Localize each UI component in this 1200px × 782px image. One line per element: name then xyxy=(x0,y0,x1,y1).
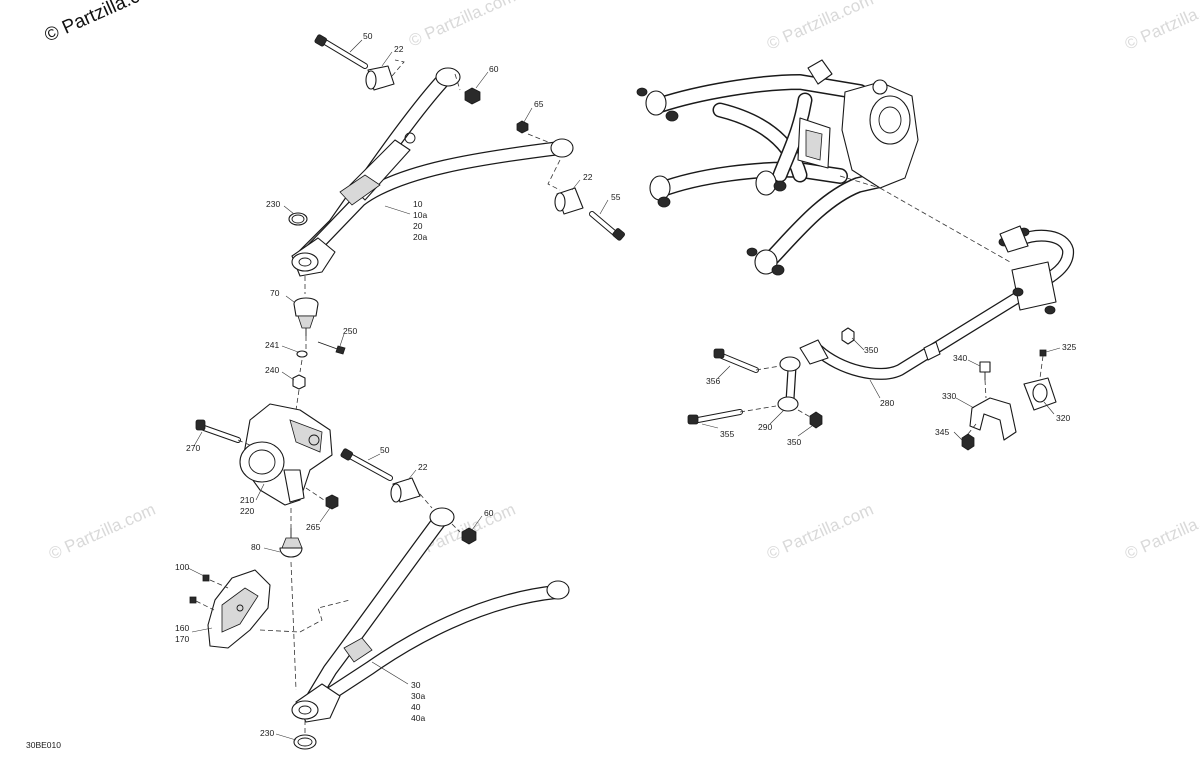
diagram-code: 30BE010 xyxy=(26,740,61,750)
bushing-22b xyxy=(554,187,584,215)
leader-lines xyxy=(187,39,1061,741)
callout-50: 50 xyxy=(380,445,390,455)
callout-220: 220 xyxy=(240,506,254,516)
nut-240 xyxy=(292,374,306,390)
callout-350: 350 xyxy=(864,345,878,355)
watermark: © Partzilla.com xyxy=(1122,0,1200,54)
ball-joint-80 xyxy=(279,528,303,558)
bolt-50-upper xyxy=(314,34,368,69)
bolt-356 xyxy=(713,348,759,373)
nut-60-upper xyxy=(464,87,481,105)
callout-20: 20 xyxy=(413,221,423,231)
callout-10: 10 xyxy=(413,199,423,209)
callout-60: 60 xyxy=(489,64,499,74)
callout-170: 170 xyxy=(175,634,189,644)
nut-65 xyxy=(516,120,529,134)
bolt-355 xyxy=(687,409,743,425)
callout-160: 160 xyxy=(175,623,189,633)
callout-345: 345 xyxy=(935,427,949,437)
bushing-320 xyxy=(1023,377,1057,411)
callout-20a: 20a xyxy=(413,232,427,242)
callout-350: 350 xyxy=(787,437,801,447)
watermark: © Partzilla.com xyxy=(764,500,876,564)
callout-241: 241 xyxy=(265,340,279,350)
watermark: © Partzilla.com xyxy=(46,500,158,564)
callout-280: 280 xyxy=(880,398,894,408)
callout-320: 320 xyxy=(1056,413,1070,423)
bushing-22-lower xyxy=(390,477,421,503)
callout-265: 265 xyxy=(306,522,320,532)
callout-40: 40 xyxy=(411,702,421,712)
watermark: © Partzilla.com xyxy=(1122,500,1200,564)
screw-250 xyxy=(317,341,346,355)
upper-a-arm xyxy=(291,67,574,277)
watermark: © Partzilla.com xyxy=(406,0,518,51)
callout-340: 340 xyxy=(953,353,967,363)
guard-160 xyxy=(207,569,271,649)
callout-290: 290 xyxy=(758,422,772,432)
bolt-50-lower xyxy=(340,448,393,481)
callout-230: 230 xyxy=(266,199,280,209)
ring-230-upper xyxy=(288,212,308,226)
watermark-main: © Partzilla.c xyxy=(41,0,142,47)
screw-325 xyxy=(1039,349,1047,357)
nut-265 xyxy=(325,494,339,510)
nut-350a xyxy=(841,327,855,345)
callout-330: 330 xyxy=(942,391,956,401)
knuckle-210 xyxy=(239,403,333,506)
callout-250: 250 xyxy=(343,326,357,336)
callout-65: 65 xyxy=(534,99,544,109)
bolt-270 xyxy=(195,419,241,443)
nut-60-lower xyxy=(461,527,477,545)
screw-340 xyxy=(979,361,991,380)
screw-100 xyxy=(189,574,210,604)
callout-22: 22 xyxy=(583,172,593,182)
callout-210: 210 xyxy=(240,495,254,505)
callout-60: 60 xyxy=(484,508,494,518)
washer-241 xyxy=(296,350,308,358)
callout-230: 230 xyxy=(260,728,274,738)
lower-a-arm xyxy=(291,507,570,723)
frame-assembly xyxy=(636,59,919,276)
callout-10a: 10a xyxy=(413,210,427,220)
watermark: © Partzilla.com xyxy=(764,0,876,54)
callout-240: 240 xyxy=(265,365,279,375)
callout-22: 22 xyxy=(394,44,404,54)
callout-30a: 30a xyxy=(411,691,425,701)
callout-80: 80 xyxy=(251,542,261,552)
sway-bar-280 xyxy=(799,225,1074,380)
callout-356: 356 xyxy=(706,376,720,386)
bolt-55 xyxy=(589,211,625,241)
callout-270: 270 xyxy=(186,443,200,453)
link-290 xyxy=(777,356,801,412)
ball-joint-70 xyxy=(293,297,319,336)
callout-labels: 50 22 60 65 22 55 230 10 10a 20 20a 70 2… xyxy=(175,31,1076,738)
callout-40a: 40a xyxy=(411,713,425,723)
callout-22: 22 xyxy=(418,462,428,472)
ring-230-lower xyxy=(293,734,317,750)
bushing-22-upper xyxy=(365,65,395,91)
callout-30: 30 xyxy=(411,680,421,690)
callout-50: 50 xyxy=(363,31,373,41)
callout-70: 70 xyxy=(270,288,280,298)
bracket-330 xyxy=(969,397,1017,441)
callout-55: 55 xyxy=(611,192,621,202)
callout-355: 355 xyxy=(720,429,734,439)
nut-345 xyxy=(961,433,975,451)
callout-325: 325 xyxy=(1062,342,1076,352)
nut-350b xyxy=(809,411,823,429)
callout-100: 100 xyxy=(175,562,189,572)
